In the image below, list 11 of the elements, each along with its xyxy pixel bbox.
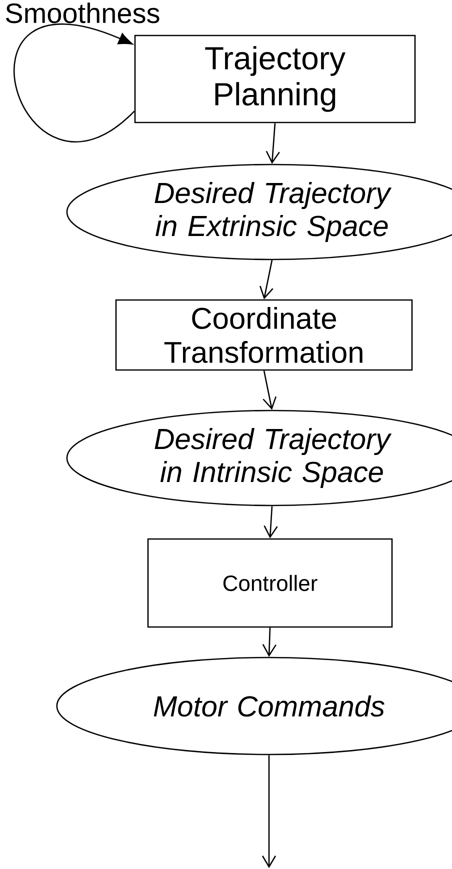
arrow (14, 24, 135, 142)
arrow (266, 123, 280, 164)
arrow (262, 628, 276, 657)
process-box: Trajectory Planning (134, 34, 416, 124)
arrow (262, 755, 276, 868)
process-box: Controller (147, 538, 393, 628)
label-text: Smoothness (6, 2, 160, 24)
process-box: Coordinate Transformation (115, 299, 413, 371)
arrow (264, 506, 278, 538)
arrow (262, 370, 277, 410)
arrow (259, 260, 274, 300)
